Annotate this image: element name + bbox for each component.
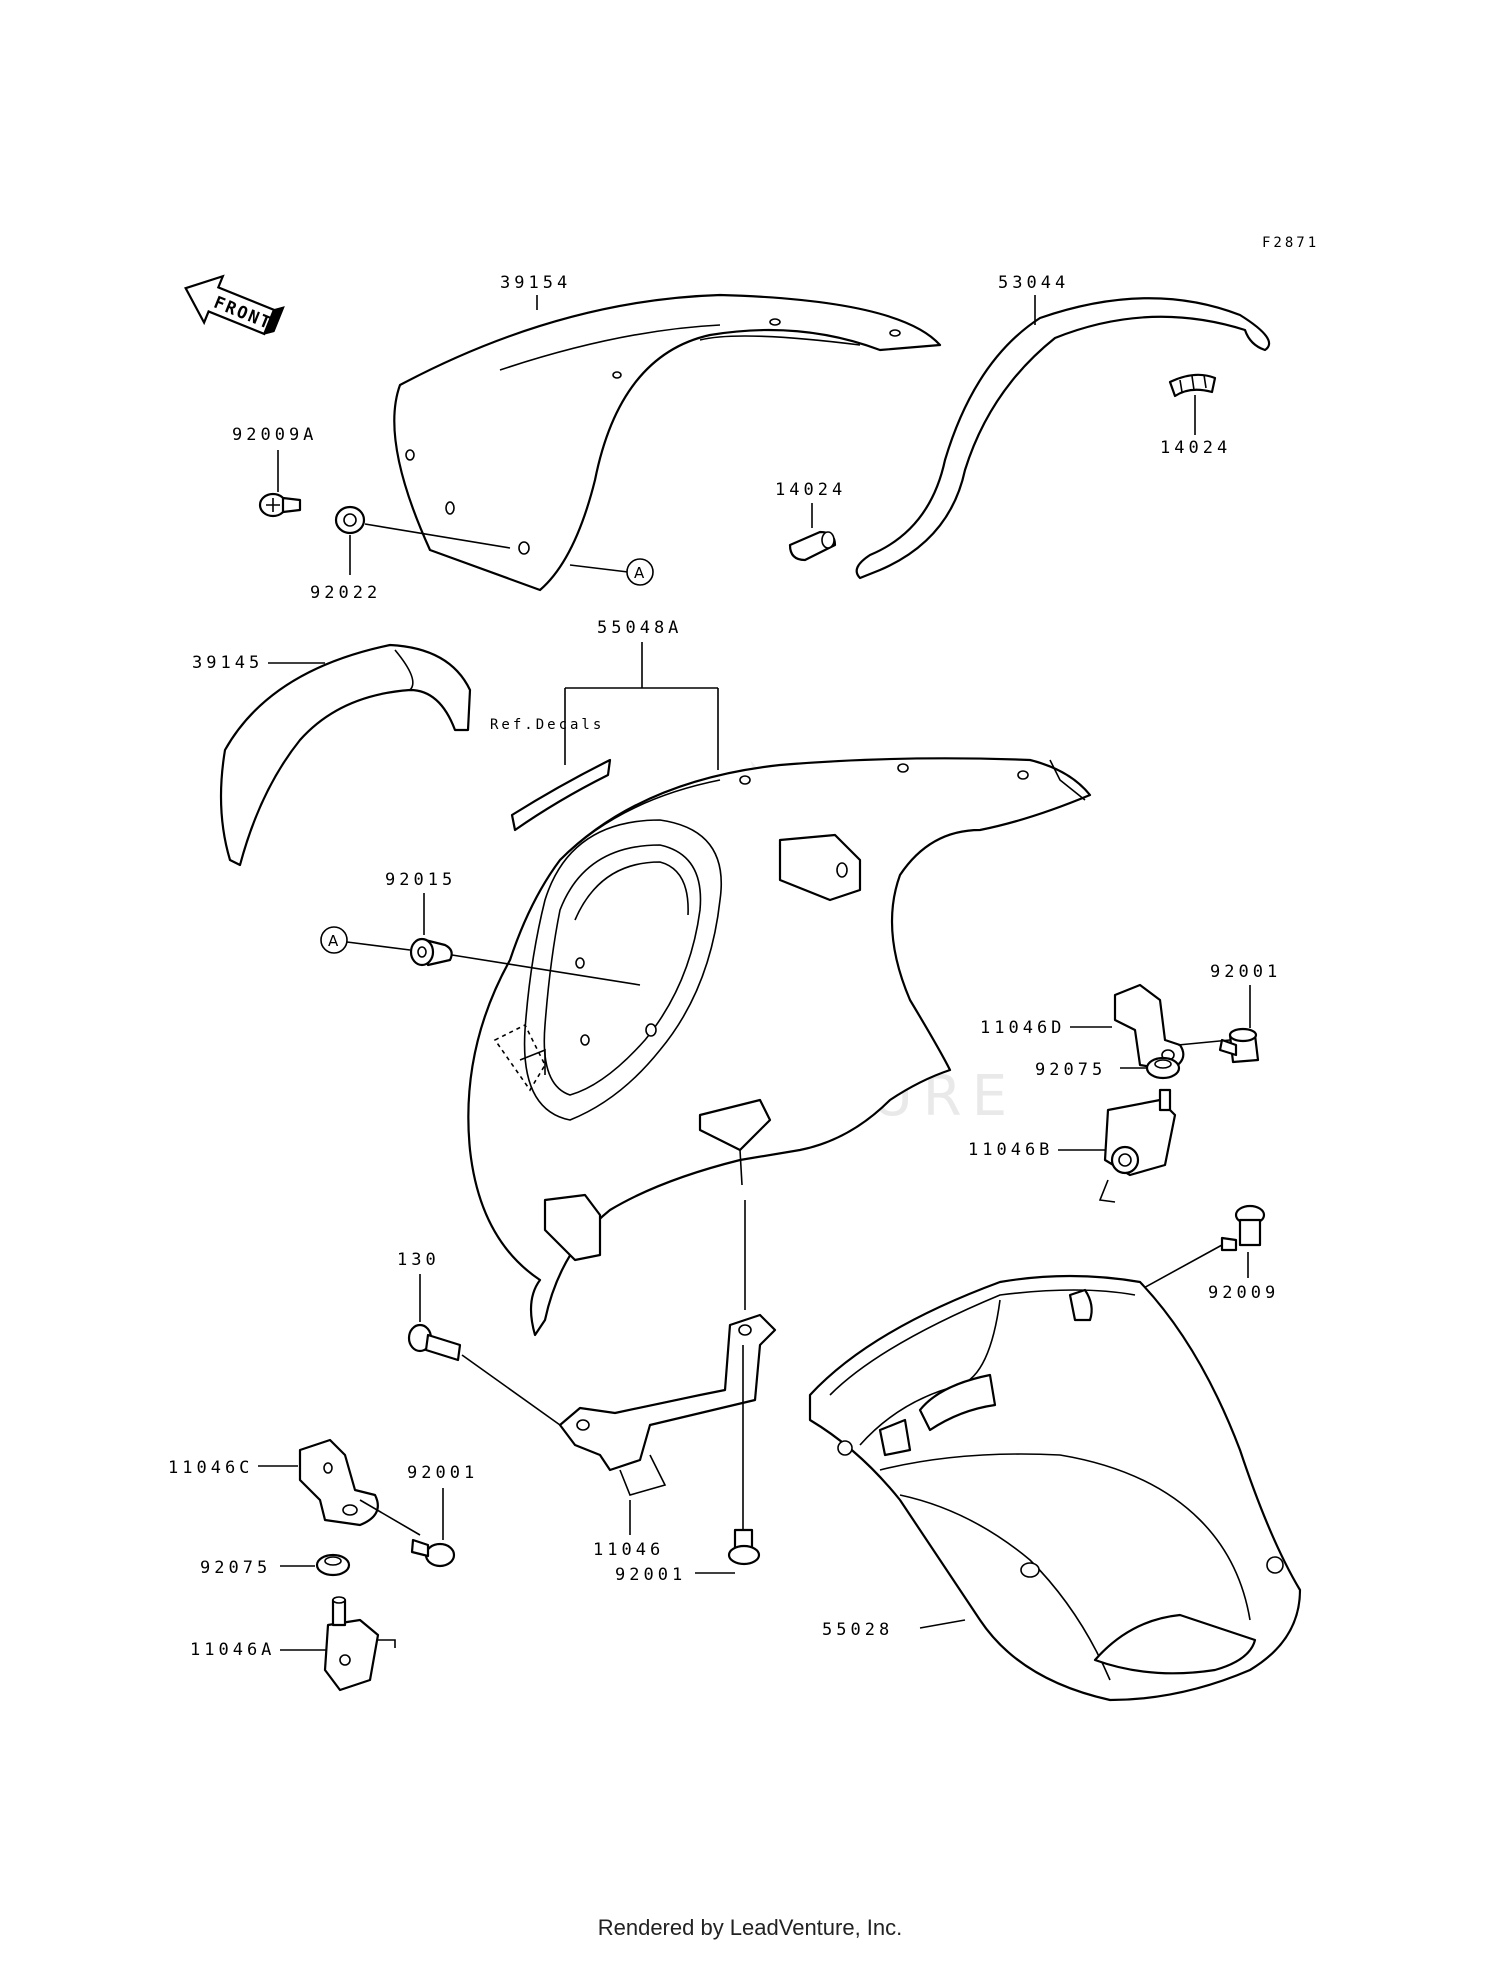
label-11046: 11046 <box>593 1540 664 1560</box>
label-39145: 39145 <box>192 653 263 673</box>
bracket-11046C <box>298 1438 379 1527</box>
grommet-92015 <box>409 937 453 967</box>
bracket-11046A <box>323 1596 396 1692</box>
label-92075-right: 92075 <box>1035 1060 1106 1080</box>
label-92001-right: 92001 <box>1210 962 1281 982</box>
ref-decals-label: Ref.Decals <box>490 717 604 733</box>
lower-cowl-55028 <box>808 1274 1302 1702</box>
grommet-92075-left <box>315 1553 351 1577</box>
label-92015: 92015 <box>385 870 456 890</box>
label-92075-left: 92075 <box>200 1558 271 1578</box>
label-92001-left: 92001 <box>407 1463 478 1483</box>
bolt-92001-right <box>1218 1027 1260 1064</box>
callout-a-top: A <box>634 564 645 582</box>
bracket-11046D <box>1113 983 1185 1072</box>
label-11046A: 11046A <box>190 1640 275 1660</box>
label-14024-left: 14024 <box>775 480 846 500</box>
bracket-11046B <box>1098 1088 1177 1203</box>
label-11046D: 11046D <box>980 1018 1065 1038</box>
trim-39145 <box>219 643 472 867</box>
label-55048A: 55048A <box>597 618 682 638</box>
bolt-130 <box>407 1323 462 1362</box>
stay-11046 <box>558 1313 777 1496</box>
label-92022: 92022 <box>310 583 381 603</box>
label-11046B: 11046B <box>968 1140 1053 1160</box>
front-arrow-icon: FRONT <box>184 274 285 336</box>
windshield-39154 <box>393 293 942 592</box>
footer-credit: Rendered by LeadVenture, Inc. <box>597 1915 903 1940</box>
clip-14024-left <box>788 530 837 562</box>
front-cowl-55048A <box>467 757 1092 1337</box>
diagram-id: F2871 <box>1262 235 1319 251</box>
label-92001-bottom: 92001 <box>615 1565 686 1585</box>
label-11046C: 11046C <box>168 1458 253 1478</box>
clip-14024-right <box>1168 373 1217 398</box>
label-55028: 55028 <box>822 1620 893 1640</box>
bolt-92001-bottom <box>727 1528 761 1566</box>
label-14024-right: 14024 <box>1160 438 1231 458</box>
decal-strip <box>510 758 612 832</box>
bolt-92009 <box>1220 1204 1266 1252</box>
bolt-92001-left <box>410 1538 456 1568</box>
grommet-92075-right <box>1145 1056 1181 1080</box>
trim-53044 <box>855 297 1271 580</box>
label-92009A: 92009A <box>232 425 317 445</box>
callout-a-left: A <box>328 932 339 950</box>
label-53044: 53044 <box>998 273 1069 293</box>
washer-92022 <box>334 505 366 535</box>
label-130: 130 <box>397 1250 440 1270</box>
label-92009: 92009 <box>1208 1283 1279 1303</box>
label-39154: 39154 <box>500 273 571 293</box>
screw-92009A <box>258 492 302 518</box>
